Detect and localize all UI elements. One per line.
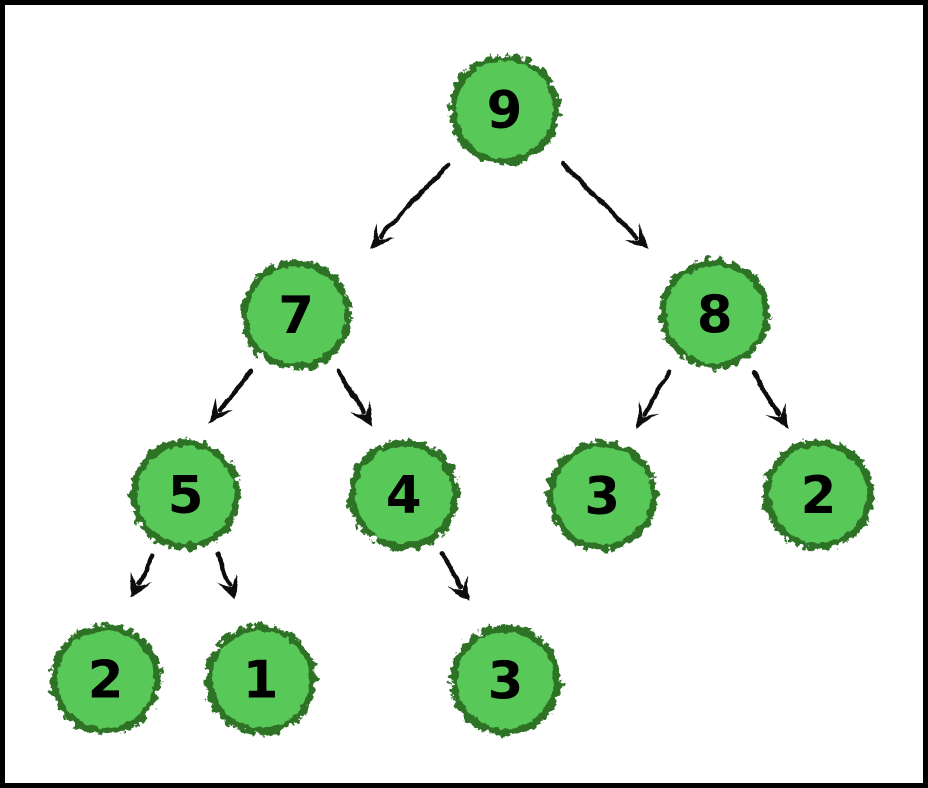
node-fill	[456, 61, 553, 159]
tree-node-n3b: 3	[450, 625, 561, 736]
nodes-layer: 9 7 8 5 4 3 2 2 1 3	[50, 54, 874, 736]
arrowhead-icon	[623, 224, 649, 249]
edge-line	[642, 370, 671, 417]
node-label: 5	[168, 466, 204, 526]
edge-line	[440, 550, 464, 590]
arrowhead-icon	[131, 572, 153, 599]
edges-layer	[131, 160, 788, 602]
arrowhead-icon	[765, 402, 788, 429]
arrowhead-icon	[447, 575, 469, 602]
tree-node-n1: 1	[205, 624, 316, 735]
node-label: 9	[487, 81, 523, 141]
tree-node-n7: 7	[240, 259, 352, 371]
tree-edge-n5-n1	[215, 551, 238, 601]
binary-tree-diagram: 9 7 8 5 4 3 2 2 1 3	[50, 54, 874, 736]
node-label: 2	[88, 651, 124, 711]
tree-node-n8: 8	[659, 258, 771, 370]
tree-node-n3r: 3	[546, 440, 658, 551]
node-fill	[457, 631, 554, 729]
tree-edge-n8-n3r	[636, 370, 671, 429]
node-fill	[355, 446, 453, 544]
node-fill	[137, 446, 234, 544]
node-label: 8	[697, 285, 733, 345]
tree-edge-n7-n5	[209, 369, 254, 423]
edge-line	[751, 370, 782, 417]
node-label: 4	[386, 466, 422, 526]
node-label: 2	[801, 466, 837, 526]
node-label: 7	[278, 286, 314, 346]
tree-node-n2r: 2	[763, 439, 874, 550]
tree-edge-n5-n2l	[131, 552, 156, 599]
node-fill	[212, 630, 309, 728]
edge-line	[215, 551, 232, 588]
node-label: 1	[243, 651, 279, 711]
tree-edge-n7-n4	[336, 369, 373, 427]
arrowhead-icon	[350, 400, 373, 427]
arrowhead-icon	[216, 574, 238, 601]
tree-edge-n9-n8	[559, 160, 649, 249]
tree-node-n4: 4	[348, 439, 460, 550]
edge-line	[378, 161, 451, 239]
tree-node-n5: 5	[130, 439, 241, 550]
node-fill	[666, 265, 764, 363]
edge-line	[136, 552, 156, 586]
node-fill	[770, 446, 867, 544]
tree-edge-n4-n3b	[440, 550, 469, 602]
node-fill	[57, 630, 154, 728]
arrowhead-icon	[369, 222, 394, 248]
node-fill	[553, 447, 651, 545]
tree-node-n2l: 2	[50, 624, 161, 735]
tree-edge-n8-n2r	[751, 370, 788, 429]
node-label: 3	[488, 652, 524, 712]
edge-line	[217, 369, 254, 413]
tree-edge-n9-n7	[369, 161, 451, 248]
edge-line	[336, 369, 366, 415]
node-label: 3	[584, 467, 620, 527]
tree-node-n9: 9	[449, 54, 560, 165]
node-fill	[247, 266, 345, 364]
arrowhead-icon	[209, 397, 234, 423]
edge-line	[559, 160, 640, 240]
arrowhead-icon	[636, 402, 659, 429]
